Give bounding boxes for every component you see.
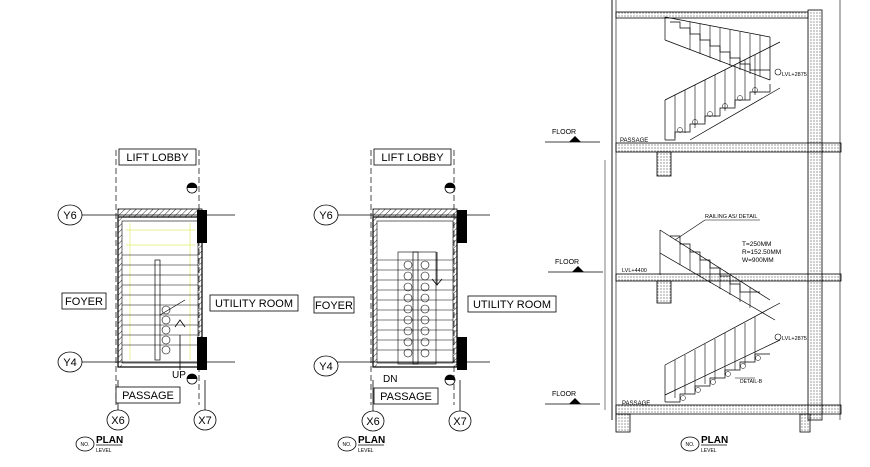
- left-stair-plan: LIFT LOBBY FOYER UTILITY ROOM PASSAGE Y6…: [57, 148, 299, 454]
- floor-label: FLOOR: [555, 259, 579, 266]
- baluster-circles: [403, 260, 430, 358]
- upper-flight: [664, 16, 771, 81]
- baluster-circles: [161, 305, 171, 355]
- level-marker-2: FLOOR: [548, 259, 603, 273]
- lift-lobby-label: LIFT LOBBY: [126, 152, 189, 164]
- right-stair-plan: LIFT LOBBY FOYER UTILITY ROOM PASSAGE Y6…: [313, 148, 557, 454]
- floor-label: FLOOR: [552, 391, 576, 398]
- tread-markers-top: [677, 87, 758, 133]
- lower-flight-top: [664, 41, 781, 141]
- grid-bubble-x6: X6: [366, 416, 379, 428]
- title-plan: PLAN: [358, 435, 385, 446]
- tread-markers-bottom: [680, 355, 761, 401]
- title-level: LEVEL: [358, 448, 374, 454]
- grid-bubble-x6: X6: [111, 415, 124, 427]
- lift-lobby-tag: [118, 148, 197, 166]
- spec-tread: T=250MM: [742, 241, 771, 248]
- stair-direction-up: UP: [172, 370, 186, 381]
- spec-riser: R=152.50MM: [742, 249, 781, 256]
- title-level: LEVEL: [96, 448, 112, 454]
- bottom-balusters: [674, 317, 756, 398]
- passage-top-label: PASSAGE: [620, 138, 648, 144]
- grid-bubble-y6: Y6: [63, 210, 76, 222]
- construction-lines: [126, 223, 195, 360]
- title-number: NO.: [343, 442, 352, 448]
- upper-balusters: [689, 22, 761, 77]
- level-marker-3: FLOOR: [545, 391, 600, 405]
- lower-balusters-top: [674, 55, 756, 138]
- title-number: NO.: [81, 442, 90, 448]
- grid-bubble-y4: Y4: [63, 357, 76, 369]
- bottom-flight: [664, 302, 781, 403]
- grid-bubble-y4: Y4: [319, 361, 332, 373]
- title-plan: PLAN: [701, 435, 728, 446]
- utility-room-label: UTILITY ROOM: [215, 298, 293, 310]
- foyer-label: FOYER: [315, 300, 353, 312]
- floor-label: FLOOR: [552, 129, 576, 136]
- detail-callout: DETAIL-B: [740, 379, 763, 385]
- stair-section-elevation: FLOOR FLOOR FLOOR PASSAGE PASSAGE LVL+28…: [545, 0, 842, 454]
- stair-direction-down: DN: [383, 374, 397, 385]
- passage-label: PASSAGE: [380, 391, 432, 403]
- title-plan: PLAN: [96, 435, 123, 446]
- level-top-label: LVL+2875: [782, 72, 807, 78]
- passage-bottom-label: PASSAGE: [622, 401, 650, 407]
- level-bottom-label: LVL+2875: [782, 336, 807, 342]
- level-marker-1: FLOOR: [545, 129, 600, 143]
- passage-label: PASSAGE: [122, 390, 174, 402]
- middle-balusters: [679, 243, 751, 308]
- title-number: NO.: [686, 442, 695, 448]
- grid-bubble-y6: Y6: [319, 210, 332, 222]
- railing-callout: RAILING AS/ DETAIL: [705, 214, 757, 220]
- stair-treads: [377, 259, 453, 351]
- foyer-label: FOYER: [65, 296, 103, 308]
- spec-width: W=900MM: [742, 257, 774, 264]
- grid-bubble-x7: X7: [198, 415, 211, 427]
- level-mid-label: LVL+4400: [622, 268, 647, 274]
- lift-lobby-label: LIFT LOBBY: [381, 152, 444, 164]
- grid-bubble-x7: X7: [453, 416, 466, 428]
- utility-room-label: UTILITY ROOM: [473, 299, 551, 311]
- title-level: LEVEL: [701, 448, 717, 454]
